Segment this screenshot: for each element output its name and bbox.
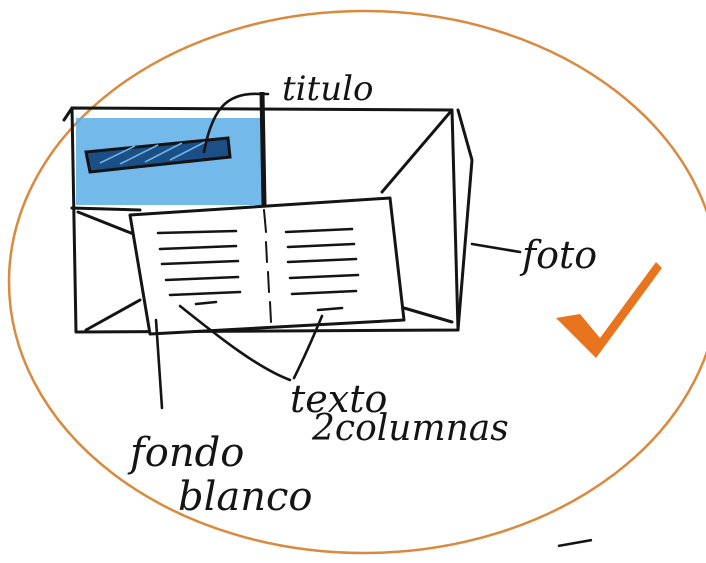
highlight-ellipse (7, 9, 706, 555)
photo-frame (62, 106, 474, 334)
label-background: fondo (127, 430, 244, 476)
title-divider (259, 91, 267, 206)
text-lines-left (156, 229, 242, 306)
title-bar (84, 136, 232, 174)
leader-lines (154, 92, 522, 410)
text-lines-right (284, 227, 360, 312)
label-text: texto (290, 377, 387, 421)
text-panel (128, 196, 406, 336)
label-white: blanco (178, 474, 313, 520)
label-photo: foto (519, 233, 597, 277)
label-two-columns: 2columnas (311, 408, 509, 449)
label-title: titulo (282, 69, 373, 109)
stray-mark (557, 538, 593, 548)
checkmark-icon (556, 262, 662, 358)
